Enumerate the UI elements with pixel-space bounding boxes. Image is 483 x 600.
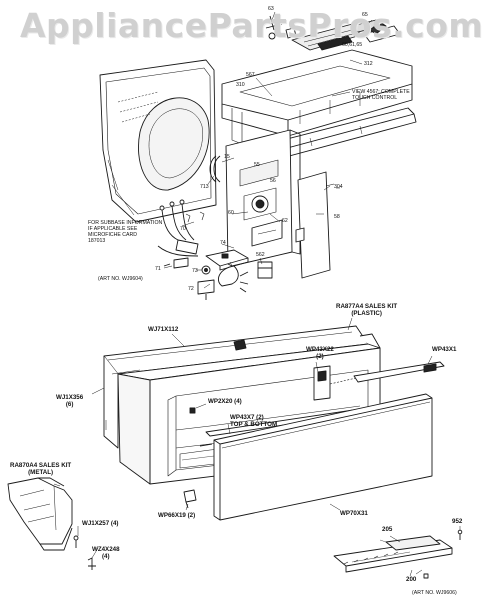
tall-control-panel bbox=[297, 171, 331, 279]
label-200: 200 bbox=[406, 576, 417, 583]
bottom-grille-panel bbox=[333, 535, 453, 579]
note-view-567: VIEW 4567: COMPLETE TOUCH CONTROL bbox=[352, 89, 410, 101]
label-wp43x7: WP43X7 (2) TOP & BOTTOM bbox=[230, 414, 278, 428]
label-wj71x112: WJ71X112 bbox=[148, 326, 179, 333]
callout-73: 73 bbox=[192, 268, 198, 274]
label-wp43x22: WP43X22 (2) bbox=[306, 346, 334, 360]
callout-60-61-65: 60,61,65 bbox=[342, 42, 363, 48]
watermark: AppliancePartsPros.com bbox=[20, 6, 483, 45]
callout-55: 55 bbox=[254, 162, 260, 168]
small-components bbox=[163, 183, 340, 300]
fasteners bbox=[73, 489, 463, 570]
control-housing bbox=[221, 49, 413, 145]
art-number-top: (ART NO. WJ9604) bbox=[98, 276, 143, 282]
top-rail bbox=[329, 361, 445, 385]
note-subbase-info: FOR SUBBASE INFORMATION IF APPLICABLE SE… bbox=[88, 220, 163, 244]
label-wp43x1: WP43X1 bbox=[432, 346, 457, 353]
side-panel-with-fan-opening bbox=[99, 59, 217, 223]
callout-58: 58 bbox=[334, 214, 340, 220]
label-wp2x20: WP2X20 (4) bbox=[208, 398, 242, 405]
leader-lines-top bbox=[163, 11, 373, 289]
label-wz4x248: WZ4X248 (4) bbox=[92, 546, 120, 560]
label-ra877a4-sales-kit: RA877A4 SALES KIT (PLASTIC) bbox=[336, 303, 398, 317]
callout-310: 310 bbox=[236, 82, 245, 88]
wiring-harness bbox=[157, 199, 199, 257]
chassis-bracket bbox=[209, 129, 301, 267]
callout-72: 72 bbox=[188, 286, 194, 292]
label-205: 205 bbox=[382, 526, 393, 533]
label-ra870a4-sales-kit: RA870A4 SALES KIT (METAL) bbox=[10, 462, 72, 476]
label-952: 952 bbox=[452, 518, 463, 525]
callout-74: 74 bbox=[220, 240, 226, 246]
callout-65: 65 bbox=[362, 12, 368, 18]
callout-56: 56 bbox=[270, 178, 276, 184]
callout-567: 567 bbox=[246, 72, 255, 78]
callout-15: 15 bbox=[224, 154, 230, 160]
callout-312: 312 bbox=[364, 61, 373, 67]
callout-562: 562 bbox=[256, 252, 265, 258]
label-wj1x257: WJ1X257 (4) bbox=[82, 520, 119, 527]
label-wp70x31: WP70X31 bbox=[340, 510, 368, 517]
callout-713: 713 bbox=[200, 184, 209, 190]
metal-side-bracket bbox=[7, 477, 73, 551]
art-number-bottom: (ART NO. WJ9606) bbox=[412, 590, 457, 596]
callout-70: 70 bbox=[180, 226, 186, 232]
label-wj1x356: WJ1X356 (6) bbox=[56, 394, 84, 408]
callout-63: 63 bbox=[268, 6, 274, 12]
callout-62: 62 bbox=[282, 218, 288, 224]
callout-60: 60 bbox=[228, 210, 234, 216]
touch-control-panel bbox=[265, 15, 401, 51]
relay-board bbox=[205, 249, 249, 271]
leader-lines-bottom bbox=[53, 317, 461, 577]
callout-71: 71 bbox=[155, 266, 161, 272]
front-door-panel bbox=[213, 393, 433, 521]
label-wp66x19: WP66X19 (2) bbox=[158, 512, 196, 519]
callout-304: 304 bbox=[334, 184, 343, 190]
